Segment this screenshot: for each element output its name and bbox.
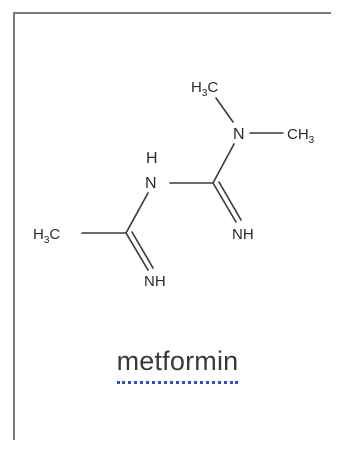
- right-imine-label: NH: [232, 226, 254, 243]
- structure-card: [13, 12, 331, 440]
- dimethyl-nitrogen-label: N: [233, 126, 245, 143]
- bond-n-to-central-c: [212, 143, 235, 184]
- bond-central-c-to-imine-a: [212, 182, 237, 223]
- bond-top-methyl-to-n: [215, 97, 234, 123]
- compound-name-caption: metformin: [0, 346, 341, 384]
- left-methyl-label: H3C: [33, 226, 60, 246]
- left-imine-label: NH: [144, 273, 166, 290]
- compound-name-link[interactable]: metformin: [116, 346, 239, 384]
- bridge-hydrogen-label: H: [146, 150, 158, 167]
- bond-left-c-to-imine-b: [131, 231, 154, 269]
- bond-central-c-to-imine-b: [218, 181, 242, 221]
- bond-left-c-to-imine-a: [125, 232, 149, 271]
- bond-nh-bridge-to-left-c: [125, 192, 149, 234]
- right-methyl-label: CH3: [287, 126, 315, 146]
- bridge-nitrogen-label: N: [145, 175, 157, 192]
- top-methyl-label: H3C: [191, 79, 218, 99]
